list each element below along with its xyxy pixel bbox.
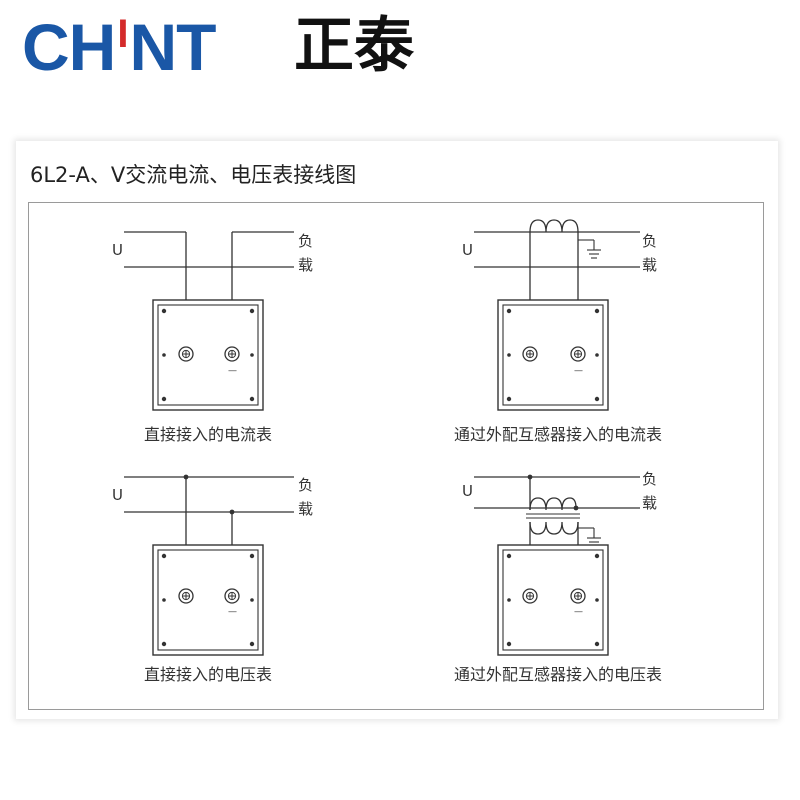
minus-mark: — — [228, 607, 237, 617]
load-label-1: 负 — [642, 232, 657, 250]
page-title: 6L2-A、V交流电流、电压表接线图 — [30, 163, 357, 187]
logo-cjk: 正泰 — [294, 11, 414, 81]
load-label-2: 载 — [298, 500, 313, 518]
load-label-2: 载 — [642, 494, 657, 512]
logo-letter-n: N — [129, 10, 177, 84]
line-label-u: U — [462, 482, 473, 500]
logo-letter-t: T — [176, 10, 216, 84]
caption-ammeter-direct: 直接接入的电流表 — [144, 425, 272, 444]
line-label-u: U — [112, 241, 123, 259]
diagram-ammeter-ct: U 负 载 — 通过外配互感器接入的电流表 — [454, 219, 662, 444]
minus-mark: — — [574, 366, 583, 376]
caption-voltmeter-direct: 直接接入的电压表 — [144, 665, 272, 684]
diagram-voltmeter-pt: U 负 载 — 通过外配互感器接入的电压表 — [454, 470, 662, 684]
load-label-2: 载 — [298, 256, 313, 274]
load-label-2: 载 — [642, 256, 657, 274]
diagram-frame — [28, 202, 764, 710]
line-label-u: U — [462, 241, 473, 259]
logo-letter-c: C — [22, 10, 70, 84]
diagram-voltmeter-direct: U 负 载 — 直接接入的电压表 — [112, 474, 313, 684]
logo-latin: CHINT — [22, 10, 216, 84]
load-label-1: 负 — [298, 232, 313, 250]
caption-ammeter-ct: 通过外配互感器接入的电流表 — [454, 425, 662, 444]
line-label-u: U — [112, 486, 123, 504]
minus-mark: — — [574, 607, 583, 617]
diagram-ammeter-direct: U 负 载 — 直接接入的电流表 — [112, 231, 313, 444]
logo-letter-i: I — [117, 12, 128, 56]
diagram-card: 6L2-A、V交流电流、电压表接线图 — [16, 141, 778, 719]
load-label-1: 负 — [298, 476, 313, 494]
load-label-1: 负 — [642, 470, 657, 488]
minus-mark: — — [228, 366, 237, 376]
caption-voltmeter-pt: 通过外配互感器接入的电压表 — [454, 665, 662, 684]
logo-letter-h: H — [68, 10, 117, 84]
